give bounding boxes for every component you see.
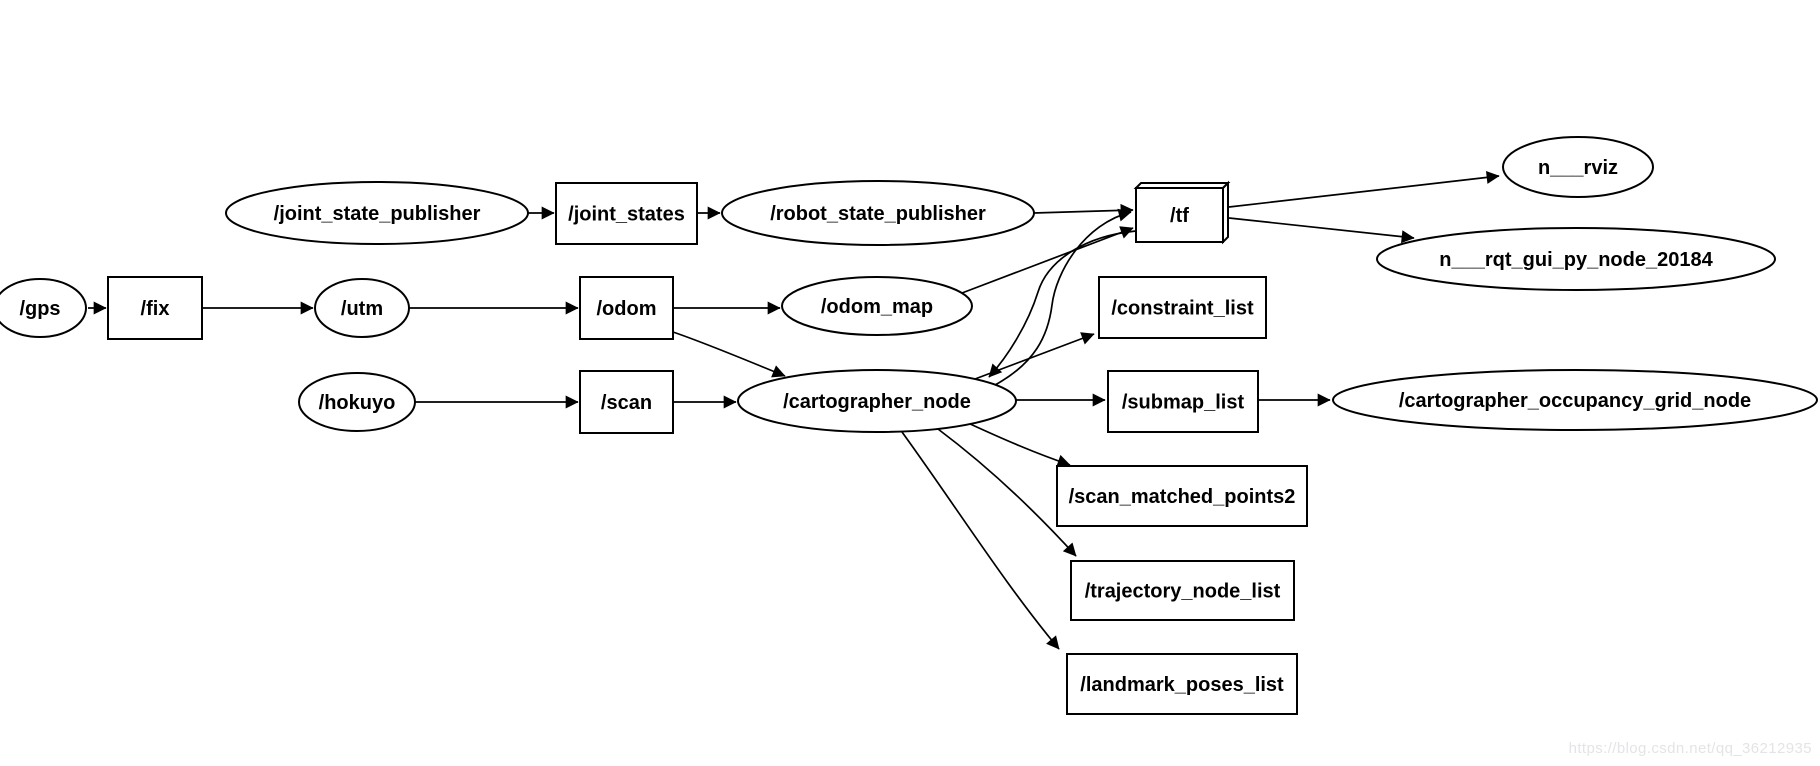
node-label: n___rviz	[1538, 157, 1618, 179]
edge-robot_state_publisher-to-tf	[1033, 203, 1134, 217]
node-box	[1107, 370, 1259, 433]
edge-cartographer_node-to-trajectory_node_list	[937, 428, 1077, 557]
node-fix: /fix	[107, 276, 203, 340]
node-label: n___rqt_gui_py_node_20184	[1439, 249, 1713, 271]
node-label: /odom	[597, 298, 657, 320]
node-joint_state_publisher: /joint_state_publisher	[225, 181, 529, 245]
edge-layer	[88, 170, 1500, 650]
node-hokuyo: /hokuyo	[298, 372, 416, 432]
node-box	[555, 182, 698, 245]
node-cartographer_node: /cartographer_node	[737, 369, 1017, 433]
node-label: /trajectory_node_list	[1085, 581, 1281, 603]
node-constraint_list: /constraint_list	[1098, 276, 1267, 339]
node-layer: /gps/fix/utm/hokuyo/joint_state_publishe…	[0, 136, 1818, 715]
edge-tf-to-cartographer_node	[988, 230, 1137, 378]
node-submap_list: /submap_list	[1107, 370, 1259, 433]
node-ellipse	[1376, 227, 1776, 291]
node-scan: /scan	[579, 370, 674, 434]
node-box	[1066, 653, 1298, 715]
node-box	[1098, 276, 1267, 339]
node-cartographer_occupancy_grid_node: /cartographer_occupancy_grid_node	[1332, 369, 1818, 431]
edge-odom_map-to-tf	[961, 226, 1134, 294]
node-tf: /tf	[1133, 180, 1231, 245]
edge-tf-to-n___rqt_gui_py_node_20184	[1228, 217, 1415, 244]
node-landmark_poses_list: /landmark_poses_list	[1066, 653, 1298, 715]
node-label: /utm	[341, 298, 383, 320]
node-n___rviz: n___rviz	[1502, 136, 1654, 198]
csdn-watermark: https://blog.csdn.net/qq_36212935	[1568, 740, 1812, 757]
node-label: /joint_states	[568, 204, 685, 226]
node-box	[107, 276, 203, 340]
node-label: /submap_list	[1122, 392, 1245, 414]
node-ellipse	[1502, 136, 1654, 198]
node-box	[579, 276, 674, 340]
node-ellipse	[314, 278, 410, 338]
node-label: /robot_state_publisher	[770, 203, 986, 225]
edge-cartographer_node-to-scan_matched_points2	[967, 422, 1071, 468]
node-label: /scan	[601, 392, 652, 414]
node-label: /scan_matched_points2	[1069, 486, 1296, 508]
node-joint_states: /joint_states	[555, 182, 698, 245]
node-odom: /odom	[579, 276, 674, 340]
node-label: /hokuyo	[319, 392, 396, 414]
node-label: /gps	[19, 298, 60, 320]
node-box	[579, 370, 674, 434]
node-ellipse	[781, 276, 973, 336]
node-ellipse	[721, 180, 1035, 246]
edge-tf-to-n___rviz	[1228, 170, 1500, 208]
node-ellipse	[225, 181, 529, 245]
node-box	[1135, 187, 1224, 243]
node-label: /odom_map	[821, 296, 933, 318]
edge-cartographer_node-to-constraint_list	[974, 332, 1095, 380]
node-box	[1070, 560, 1295, 621]
node-ellipse	[0, 278, 87, 338]
node-label: /joint_state_publisher	[274, 203, 481, 225]
node-utm: /utm	[314, 278, 410, 338]
node-odom_map: /odom_map	[781, 276, 973, 336]
edge-cartographer_node-to-landmark_poses_list	[901, 431, 1060, 650]
edge-odom-to-cartographer_node	[672, 331, 786, 378]
node-ellipse	[1332, 369, 1818, 431]
node-box	[1056, 465, 1308, 527]
node-ellipse	[298, 372, 416, 432]
node-trajectory_node_list: /trajectory_node_list	[1070, 560, 1295, 621]
node-ellipse	[737, 369, 1017, 433]
node-scan_matched_points2: /scan_matched_points2	[1056, 465, 1308, 527]
node-gps: /gps	[0, 278, 87, 338]
edge-cartographer_node-to-tf	[994, 208, 1132, 386]
node-n___rqt_gui_py_node_20184: n___rqt_gui_py_node_20184	[1376, 227, 1776, 291]
node-label: /constraint_list	[1111, 298, 1254, 320]
node-robot_state_publisher: /robot_state_publisher	[721, 180, 1035, 246]
node-label: /cartographer_occupancy_grid_node	[1399, 390, 1751, 412]
node-label: /landmark_poses_list	[1080, 674, 1284, 696]
node-label: /tf	[1170, 205, 1189, 227]
node-label: /fix	[141, 298, 170, 320]
node-label: /cartographer_node	[783, 391, 971, 413]
